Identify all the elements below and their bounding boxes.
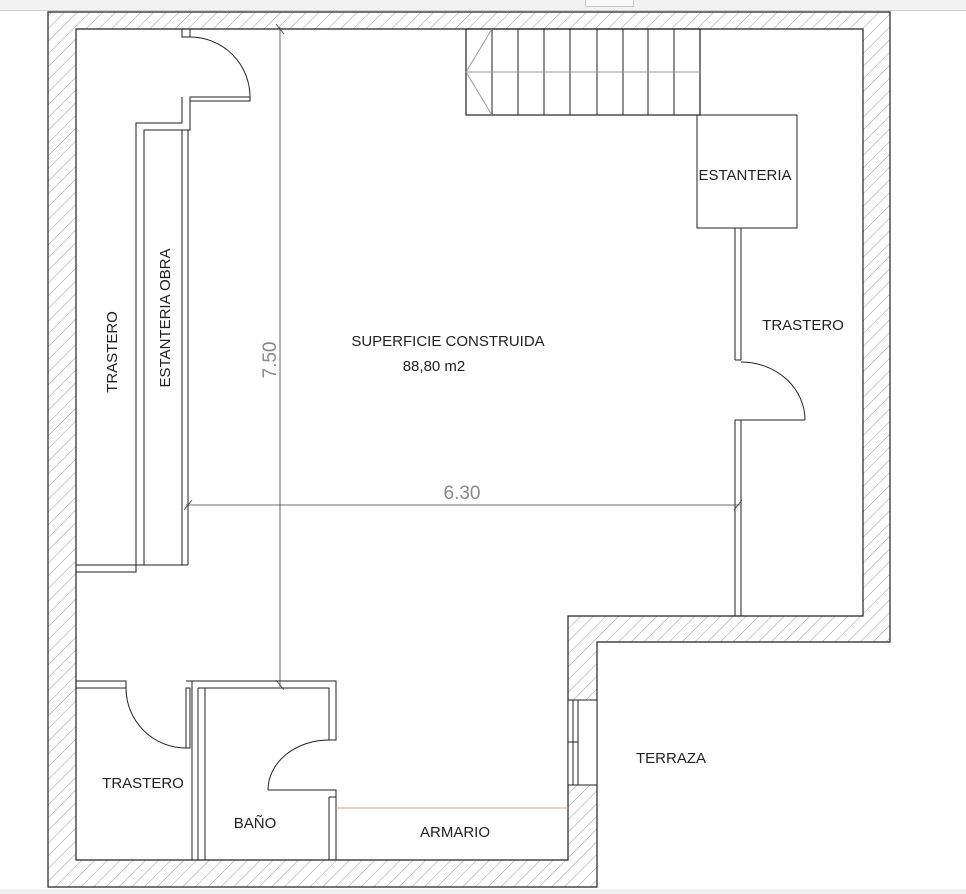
label-trastero-bottom: TRASTERO <box>102 775 184 792</box>
window <box>567 699 598 786</box>
vertical-dimension <box>275 23 285 691</box>
label-terraza: TERRAZA <box>636 750 706 767</box>
vertical-dimension-label: 7.50 <box>260 342 281 379</box>
toolbar-tab[interactable] <box>585 0 634 7</box>
label-estanteria-obra: ESTANTERIA OBRA <box>157 249 174 388</box>
viewer-toolbar <box>0 0 966 11</box>
estanteria-box <box>696 114 798 229</box>
horizontal-dimension <box>183 499 743 511</box>
label-bano: BAÑO <box>234 815 277 832</box>
label-trastero-right: TRASTERO <box>762 317 844 334</box>
label-armario: ARMARIO <box>420 824 490 841</box>
exterior-wall <box>47 11 891 888</box>
label-trastero-left: TRASTERO <box>104 311 121 393</box>
left-storage-partition <box>76 29 251 573</box>
label-estanteria: ESTANTERIA <box>698 167 791 184</box>
staircase <box>465 28 701 116</box>
bottom-rooms-partitions <box>76 680 337 860</box>
horizontal-dimension-label: 6.30 <box>444 483 481 504</box>
label-superficie-value: 88,80 m2 <box>403 358 466 375</box>
label-superficie-title: SUPERFICIE CONSTRUIDA <box>351 333 544 350</box>
viewer-bottom-edge <box>0 889 966 894</box>
right-storage-partition <box>734 228 806 616</box>
